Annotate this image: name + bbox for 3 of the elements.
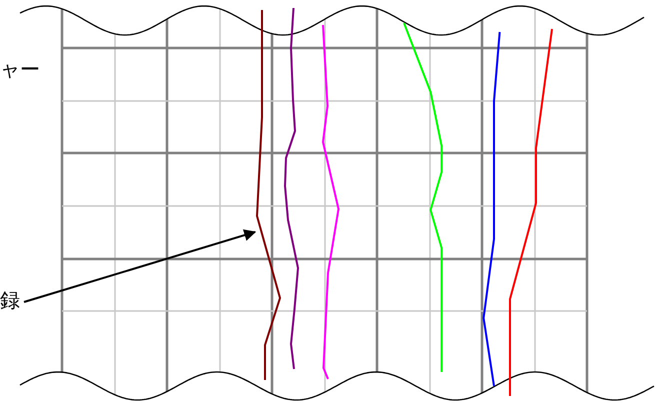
- label-text: ャー: [0, 58, 40, 80]
- leader-arrow: [24, 229, 256, 303]
- label-text: 録: [0, 289, 20, 311]
